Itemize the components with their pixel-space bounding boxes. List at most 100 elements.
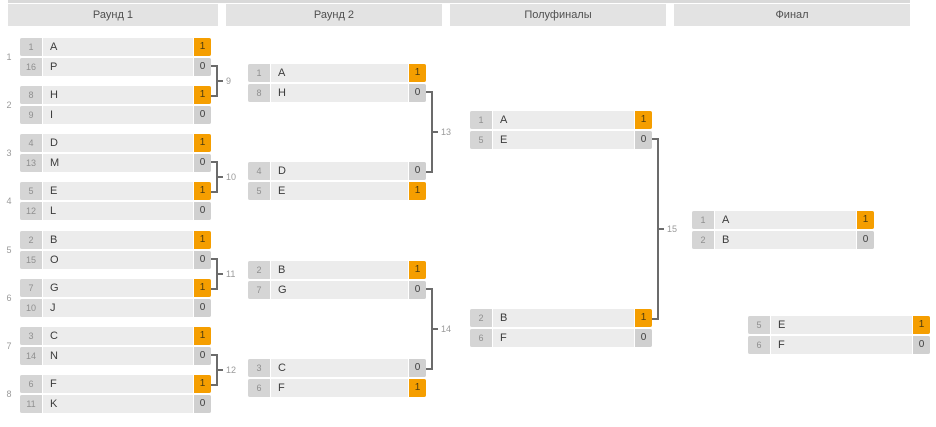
team-score: 0 (193, 154, 211, 172)
team-seed: 6 (248, 379, 271, 397)
connector-match-number: 15 (667, 224, 678, 234)
team-name: B (722, 234, 730, 246)
team-seed: 4 (248, 162, 271, 180)
team-score: 0 (193, 395, 211, 413)
team-seed: 7 (248, 281, 271, 299)
match-number: 5 (6, 245, 12, 255)
round-header-round-1: Раунд 1 (8, 4, 218, 26)
team-row: 12 L 0 (20, 202, 211, 220)
team-name: D (278, 165, 286, 177)
round-header-round-2: Раунд 2 (226, 4, 442, 26)
connector (426, 91, 433, 173)
team-seed: 2 (692, 231, 715, 249)
round-header-semifinals: Полуфиналы (450, 4, 666, 26)
connector-match-number: 11 (226, 269, 236, 279)
team-seed: 5 (248, 182, 271, 200)
team-score: 0 (408, 84, 426, 102)
team-seed: 15 (20, 251, 43, 269)
team-score: 0 (408, 162, 426, 180)
team-name: B (278, 264, 286, 276)
team-name: M (50, 157, 60, 169)
team-score-winner: 1 (193, 134, 211, 152)
match-number: 8 (6, 389, 12, 399)
team-name: E (278, 185, 286, 197)
team-score: 0 (634, 329, 652, 347)
team-name: H (278, 87, 286, 99)
team-score-winner: 1 (193, 279, 211, 297)
connector (426, 288, 433, 370)
team-seed: 5 (470, 131, 493, 149)
team-score-winner: 1 (193, 86, 211, 104)
connector-tick (659, 228, 664, 230)
team-name: B (50, 234, 58, 246)
team-seed: 6 (20, 375, 43, 393)
team-score-winner: 1 (408, 261, 426, 279)
team-score-winner: 1 (408, 379, 426, 397)
team-name: F (500, 332, 507, 344)
connector-tick (218, 273, 223, 275)
match-number: 6 (6, 293, 12, 303)
team-seed: 7 (20, 279, 43, 297)
team-seed: 8 (248, 84, 271, 102)
team-name: E (500, 134, 508, 146)
team-name: L (50, 205, 57, 217)
connector-tick (218, 369, 223, 371)
connector-tick (218, 80, 223, 82)
team-name: O (50, 254, 59, 266)
team-name: B (500, 312, 508, 324)
top-strip (8, 0, 910, 3)
team-name: I (50, 109, 54, 121)
connector-match-number: 9 (226, 76, 232, 86)
team-seed: 16 (20, 58, 43, 76)
team-seed: 1 (470, 111, 493, 129)
connector (652, 138, 659, 320)
team-score-winner: 1 (193, 231, 211, 249)
team-score-winner: 1 (193, 375, 211, 393)
team-score: 0 (193, 202, 211, 220)
team-name: G (50, 282, 59, 294)
team-seed: 12 (20, 202, 43, 220)
connector-match-number: 10 (226, 172, 237, 182)
team-score: 0 (193, 58, 211, 76)
connector-tick (433, 328, 438, 330)
team-name: E (50, 185, 58, 197)
team-score-winner: 1 (408, 64, 426, 82)
team-seed: 2 (470, 309, 493, 327)
team-score: 0 (193, 299, 211, 317)
team-name: A (722, 214, 730, 226)
connector-match-number: 12 (226, 365, 237, 375)
team-seed: 8 (20, 86, 43, 104)
match-number: 1 (6, 52, 12, 62)
team-name: A (278, 67, 286, 79)
team-score: 0 (634, 131, 652, 149)
team-name: H (50, 89, 58, 101)
team-seed: 5 (20, 182, 43, 200)
